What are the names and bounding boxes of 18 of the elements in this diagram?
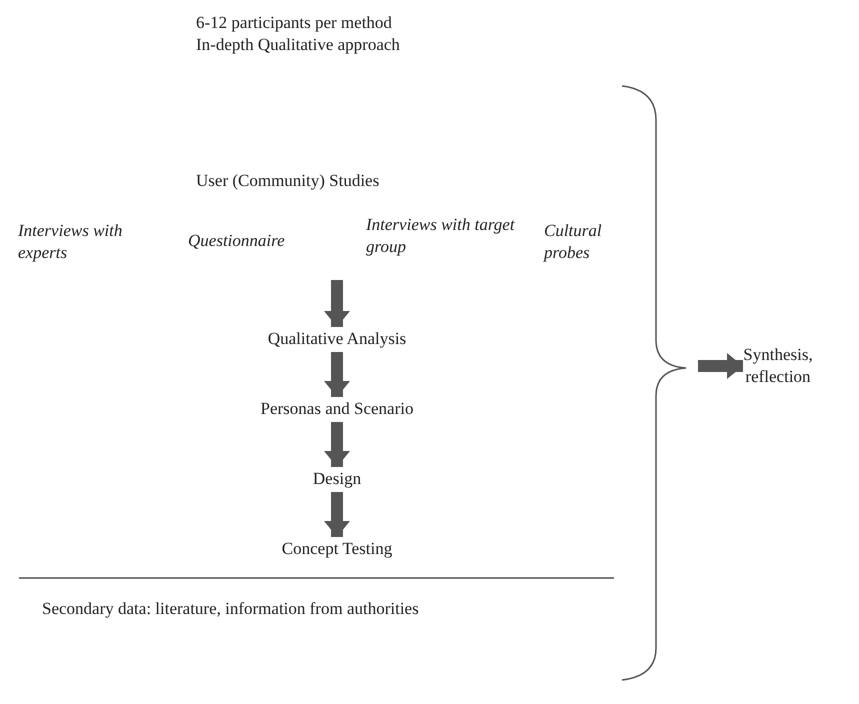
method-label: Cultural probes [544,220,603,264]
note-text: Secondary data: literature, information from authorities [42,598,419,620]
block-arrow [324,492,350,537]
note-text: In-depth Qualitative approach [196,34,400,56]
block-arrow [324,280,350,327]
method-label: Interviews with target group [366,214,516,258]
step-label: Design [312,468,362,490]
method-label: Interviews with experts [18,220,124,264]
step-label: Qualitative Analysis [266,328,408,350]
step-label: Personas and Scenario [260,398,414,420]
block-arrow [698,353,743,379]
method-label: Questionnaire [188,230,286,252]
step-label: Synthesis, reflection [743,344,813,388]
block-arrow [324,422,350,467]
group-heading: User (Community) Studies [196,170,380,192]
note-text: 6-12 participants per method [196,12,392,34]
step-label: Concept Testing [280,538,394,560]
block-arrow [324,352,350,397]
